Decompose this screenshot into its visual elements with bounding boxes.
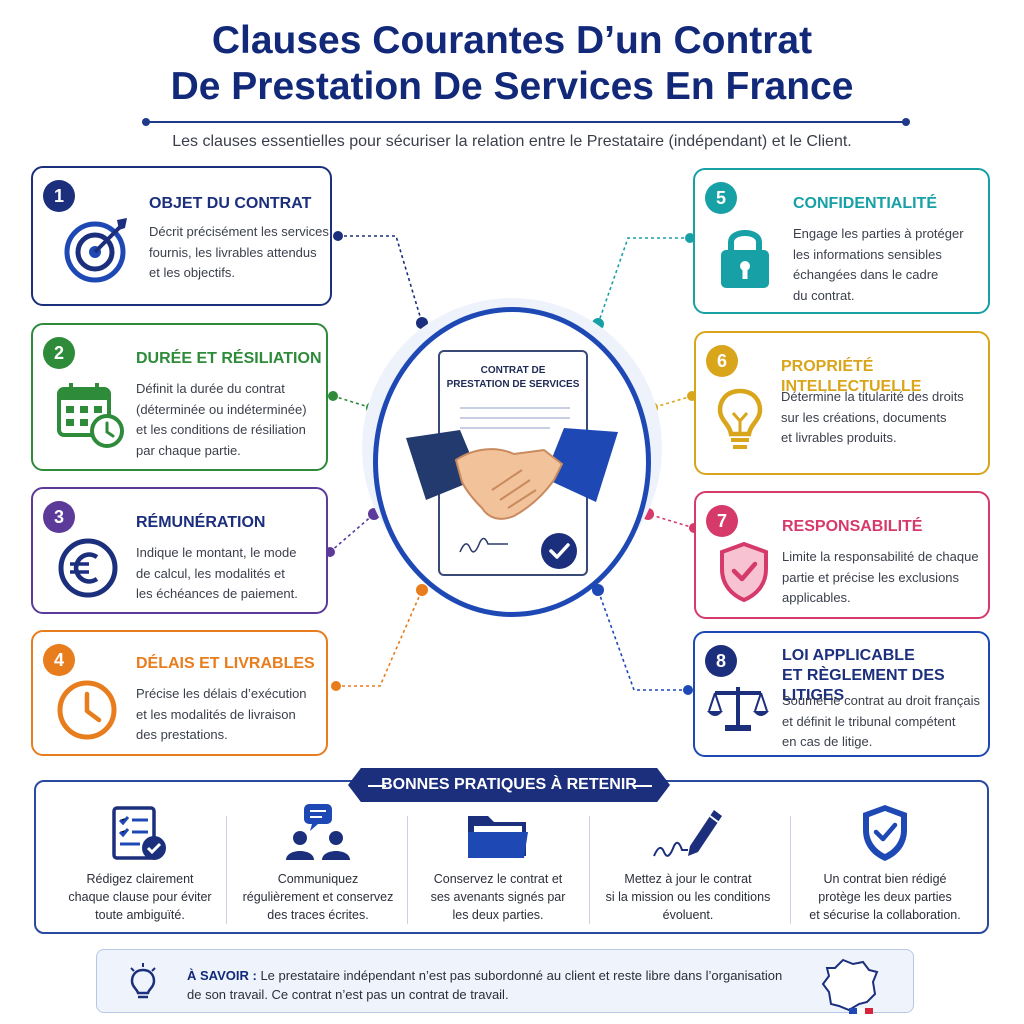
clause-title: PROPRIÉTÉ INTELLECTUELLE [781,358,922,395]
clause-card-5: 5 CONFIDENTIALITÉ Engage les parties à p… [693,168,990,314]
clause-title: DÉLAIS ET LIVRABLES [136,655,315,672]
clause-title: RÉMUNÉRATION [136,514,266,531]
info-note-text: À SAVOIR : Le prestataire indépendant n’… [187,966,797,1004]
target-icon [64,218,127,283]
clause-number-badge: 5 [705,182,737,214]
clause-title: RESPONSABILITÉ [782,518,923,535]
clause-number-badge: 8 [705,645,737,677]
clause-title: CONFIDENTIALITÉ [793,195,937,212]
clause-number-badge: 7 [706,505,738,537]
page-subtitle: Les clauses essentielles pour sécuriser … [172,133,852,150]
clause-card-6: 6 PROPRIÉTÉ INTELLECTUELLE Détermine la … [694,331,990,475]
clause-card-1: 1 OBJET DU CONTRAT Décrit précisément le… [31,166,332,306]
best-practice-text: Un contrat bien rédigé protège les deux … [809,872,961,922]
clause-number-badge: 1 [43,180,75,212]
france-map-icon [821,958,879,1014]
page-title: Clauses Courantes D’un Contrat De Presta… [0,18,1024,110]
best-practice-item-3: Conservez le contrat et ses avenants sig… [408,800,588,930]
divider [790,816,791,924]
best-practice-text: Rédigez clairement chaque clause pour év… [68,872,212,922]
banner-lines [368,785,652,787]
lightbulb-icon [130,963,156,999]
divider [589,816,590,924]
clause-title: DURÉE ET RÉSILIATION [136,350,322,367]
best-practice-item-4: Mettez à jour le contrat si la mission o… [598,800,778,930]
page-title-line2: De Prestation De Services En France [170,65,854,108]
divider [226,816,227,924]
best-practice-item-1: Rédigez clairement chaque clause pour év… [50,800,230,930]
clock-icon [57,680,117,740]
approved-check-icon [541,533,577,569]
clause-description: Détermine la titularité des droits sur l… [781,389,964,445]
clause-card-7: 7 RESPONSABILITÉ Limite la responsabilit… [694,491,990,619]
clause-number-badge: 6 [706,345,738,377]
best-practices-title: BONNES PRATIQUES À RETENIR [348,768,670,802]
divider [407,816,408,924]
clause-number-badge: 4 [43,644,75,676]
clause-number-badge: 3 [43,501,75,533]
best-practice-item-5: Un contrat bien rédigé protège les deux … [795,800,975,930]
calendar-clock-icon [57,383,124,448]
shield-check-icon [863,805,907,861]
shield-check-icon [720,541,768,603]
clause-card-4: 4 DÉLAIS ET LIVRABLES Précise les délais… [31,630,328,756]
best-practice-text: Communiquez régulièrement et conservez d… [242,872,394,922]
pen-signature-icon [653,810,722,857]
best-practice-text: Conservez le contrat et ses avenants sig… [430,872,566,922]
clause-description: Engage les parties à protéger les inform… [793,226,964,303]
folder-icon [468,816,528,858]
clause-description: Décrit précisément les services fournis,… [149,224,329,280]
lock-icon [721,230,769,288]
best-practice-text: Mettez à jour le contrat si la mission o… [605,872,771,922]
clause-description: Précise les délais d’exécution et les mo… [136,686,307,742]
handshake-icon [406,428,618,520]
info-note-body: Le prestataire indépendant n’est pas sub… [187,968,783,1002]
clause-description: Indique le montant, le mode de calcul, l… [136,545,298,601]
clause-card-8: 8 LOI APPLICABLE ET RÈGLEMENT DES LITIGE… [693,631,990,757]
clause-title: LOI APPLICABLE ET RÈGLEMENT DES LITIGES [782,647,945,704]
info-note: À SAVOIR : Le prestataire indépendant n’… [96,949,914,1014]
best-practice-item-2: Communiquez régulièrement et conservez d… [228,800,408,930]
best-practices-title-text: BONNES PRATIQUES À RETENIR [381,776,637,793]
page-title-line1: Clauses Courantes D’un Contrat [211,19,813,62]
euro-icon [58,538,118,598]
clause-card-2: 2 DURÉE ET RÉSILIATION Définit la durée … [31,323,328,471]
document-lines [459,407,570,553]
clause-description: Définit la durée du contrat (déterminée … [136,381,307,458]
lightbulb-icon [717,388,763,449]
clause-description: Limite la responsabilité de chaque parti… [782,549,979,605]
scales-icon [707,687,769,731]
people-chat-icon [286,804,350,860]
info-note-label: À SAVOIR : [187,968,257,983]
checklist-icon [112,806,166,860]
clause-number-badge: 2 [43,337,75,369]
contract-document-title: CONTRAT DE PRESTATION DE SERVICES [446,365,580,390]
clause-card-3: 3 RÉMUNÉRATION Indique le montant, le mo… [31,487,328,614]
title-divider [142,118,910,126]
clause-description: Soumet le contrat au droit français et d… [782,693,980,749]
clause-title: OBJET DU CONTRAT [149,195,312,212]
